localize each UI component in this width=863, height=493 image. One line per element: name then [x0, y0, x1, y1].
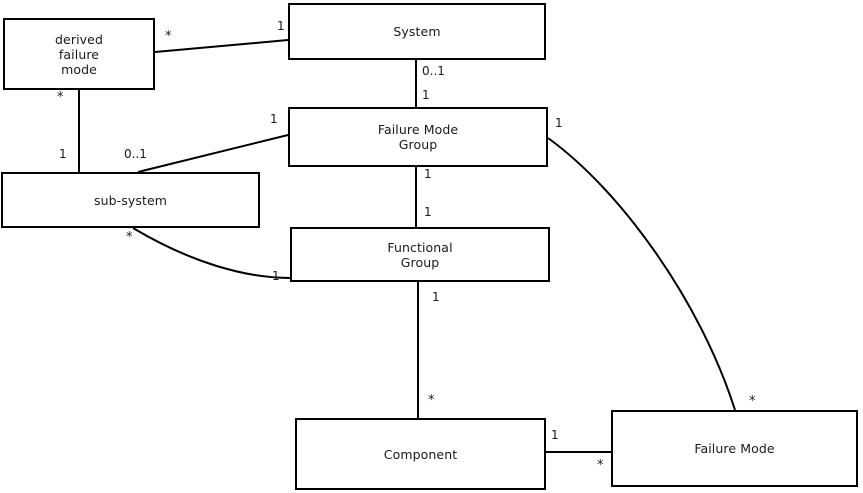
class-box-derived-failure-mode[interactable]: derived failure mode: [3, 18, 155, 90]
class-label-system: System: [393, 24, 441, 39]
association-sub-system-to-failure-mode-group: [137, 134, 289, 173]
multiplicity-label: 1: [432, 290, 440, 304]
class-label-component: Component: [383, 446, 458, 462]
class-box-system[interactable]: System: [288, 3, 546, 60]
class-label-failure-mode-group: Failure Mode Group: [377, 122, 459, 152]
multiplicity-label: *: [57, 90, 64, 105]
class-label-failure-mode: Failure Mode: [694, 441, 775, 456]
class-box-failure-mode-group[interactable]: Failure Mode Group: [288, 107, 548, 167]
multiplicity-label: 0..1: [422, 64, 445, 78]
class-label-sub-system: sub-system: [93, 192, 168, 208]
association-sub-system-to-functional-group: [132, 227, 291, 279]
multiplicity-label: 1: [277, 19, 285, 33]
multiplicity-label: 1: [555, 116, 563, 130]
multiplicity-label: 1: [59, 147, 67, 161]
multiplicity-label: *: [165, 29, 172, 44]
multiplicity-label: 1: [270, 112, 278, 126]
multiplicity-label: *: [428, 393, 435, 408]
class-box-failure-mode[interactable]: Failure Mode: [611, 410, 858, 487]
association-derived-failure-mode-to-system: [154, 39, 289, 53]
multiplicity-label: 0..1: [124, 147, 147, 161]
class-box-functional-group[interactable]: Functional Group: [290, 227, 550, 282]
class-box-component[interactable]: Component: [295, 418, 546, 490]
association-failure-mode-group-to-failure-mode: [547, 137, 736, 411]
multiplicity-label: 1: [424, 167, 432, 181]
multiplicity-label: *: [749, 394, 756, 409]
multiplicity-label: 1: [424, 205, 432, 219]
multiplicity-label: *: [126, 230, 133, 245]
multiplicity-label: 1: [551, 428, 559, 442]
multiplicity-label: *: [597, 458, 604, 473]
class-label-functional-group: Functional Group: [387, 239, 453, 270]
multiplicity-label: 1: [272, 269, 280, 283]
multiplicity-label: 1: [422, 88, 430, 102]
class-label-derived-failure-mode: derived failure mode: [55, 31, 103, 77]
class-box-sub-system[interactable]: sub-system: [1, 172, 260, 228]
